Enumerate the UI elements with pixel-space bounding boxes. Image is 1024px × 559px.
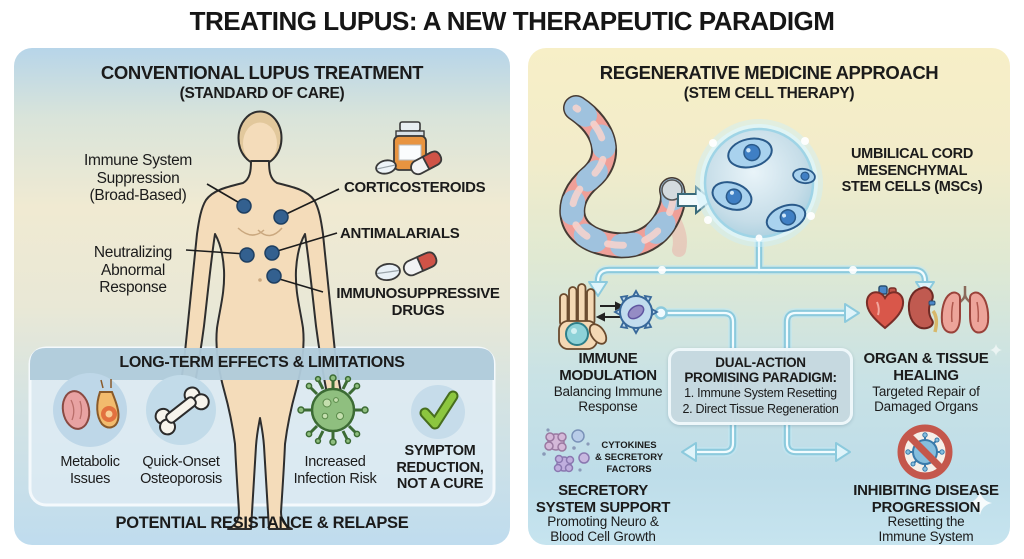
marker-dots — [236, 198, 289, 284]
sparkle-icon — [968, 344, 1002, 515]
left-panel-subheading: (STANDARD OF CARE) — [179, 85, 345, 102]
organs-icon — [53, 373, 127, 447]
effects-item-symptom-reduction: SYMPTOM REDUCTION, NOT A CURE — [396, 443, 484, 493]
organ-healing-title: ORGAN & TISSUE HEALING — [863, 350, 989, 385]
dual-action-title: DUAL-ACTION PROMISING PARADIGM: — [684, 355, 837, 386]
label-neutralizing: Neutralizing Abnormal Response — [93, 244, 173, 297]
page-title: TREATING LUPUS: A NEW THERAPEUTIC PARADI… — [189, 6, 835, 36]
label-msc: UMBILICAL CORD MESENCHYMAL STEM CELLS (M… — [841, 146, 983, 196]
effects-item-osteoporosis: Quick-Onset Osteoporosis — [140, 454, 222, 487]
checkmark-icon — [411, 385, 465, 439]
label-antimalarials: ANTIMALARIALS — [340, 225, 460, 242]
pill-bottle-icon — [375, 121, 443, 176]
effects-box-heading: LONG-TERM EFFECTS & LIMITATIONS — [119, 354, 405, 371]
inhibiting-title: INHIBITING DISEASE PROGRESSION — [853, 482, 999, 517]
organ-healing-subtitle: Targeted Repair of Damaged Organs — [872, 384, 980, 415]
left-panel-footer: POTENTIAL RESISTANCE & RELAPSE — [115, 514, 409, 532]
stem-cells-icon — [695, 119, 823, 247]
hand-cell-icon — [558, 283, 608, 350]
no-virus-icon — [897, 424, 953, 480]
left-panel-heading: CONVENTIONAL LUPUS TREATMENT — [100, 62, 424, 83]
kidney-icon — [907, 286, 939, 333]
secretory-subtitle: Promoting Neuro & Blood Cell Growth — [547, 514, 659, 545]
bone-icon — [146, 375, 216, 445]
label-immune-suppression: Immune System Suppression (Broad-Based) — [83, 152, 193, 205]
immune-modulation-title: IMMUNE MODULATION — [559, 350, 657, 385]
inhibiting-subtitle: Resetting the Immune System — [878, 514, 974, 545]
label-connectors — [185, 183, 340, 293]
stem-cell — [711, 137, 816, 233]
immune-cell-icon — [613, 289, 659, 335]
heart-icon — [865, 285, 905, 330]
immune-modulation-subtitle: Balancing Immune Response — [553, 384, 663, 415]
regenerative-artwork — [542, 95, 1002, 515]
lungs-icon — [940, 286, 990, 334]
exchange-arrows-icon — [595, 301, 625, 322]
capsule-icon — [375, 251, 438, 281]
cytokines-tag: CYTOKINES & SECRETORY FACTORS — [594, 440, 664, 475]
secretory-title: SECRETORY SYSTEM SUPPORT — [535, 482, 671, 517]
umbilical-cord-icon — [559, 95, 687, 259]
effects-item-infection: Increased Infection Risk — [293, 454, 377, 487]
dual-action-item-2: 2. Direct Tissue Regeneration — [682, 402, 839, 417]
dual-action-box: DUAL-ACTION PROMISING PARADIGM: 1. Immun… — [668, 348, 853, 425]
label-immunosuppressive: IMMUNOSUPPRESSIVE DRUGS — [336, 285, 500, 320]
effects-box-header-band — [30, 348, 494, 380]
effects-item-metabolic: Metabolic Issues — [60, 454, 120, 487]
virus-icon — [297, 374, 369, 446]
right-panel-subheading: (STEM CELL THERAPY) — [683, 85, 855, 102]
right-panel-heading: REGENERATIVE MEDICINE APPROACH — [599, 62, 939, 83]
cytokines-icon — [542, 428, 590, 473]
conventional-treatment-panel: CONVENTIONAL LUPUS TREATMENT (STANDARD O… — [14, 48, 510, 545]
label-corticosteroids: CORTICOSTEROIDS — [344, 179, 486, 196]
regenerative-medicine-panel: REGENERATIVE MEDICINE APPROACH (STEM CEL… — [528, 48, 1010, 545]
conventional-artwork — [28, 110, 496, 530]
dual-action-item-1: 1. Immune System Resetting — [684, 386, 837, 401]
